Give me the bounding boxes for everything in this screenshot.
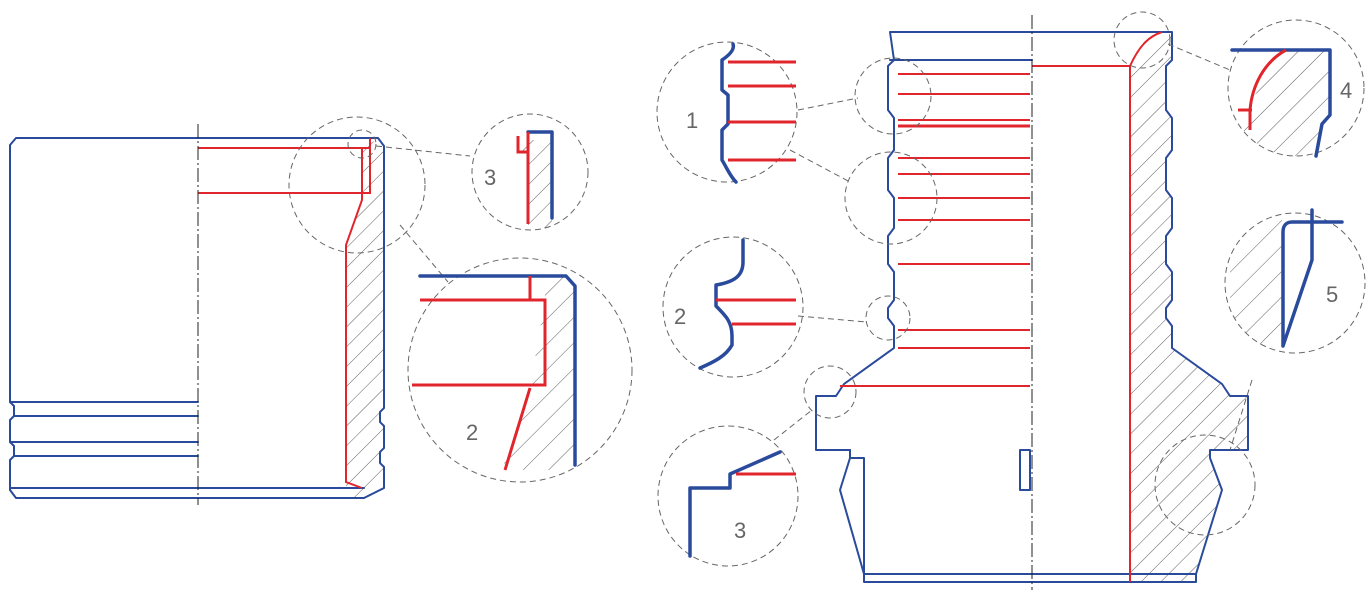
- detail-label: 3: [484, 165, 496, 190]
- left-detail-circle: [347, 129, 377, 159]
- right-detail-circle: [1113, 11, 1171, 69]
- leader-line: [789, 149, 851, 183]
- right-wall-section: [1130, 32, 1248, 582]
- right-part: 1 2 3 4: [656, 11, 1366, 590]
- leader-line: [797, 97, 859, 111]
- right-detail-circle: [865, 295, 911, 341]
- left-detail-2: 2: [407, 257, 633, 483]
- left-part: 3 2: [9, 113, 633, 505]
- right-detail-1: 1: [656, 41, 798, 184]
- detail-label: 4: [1340, 78, 1352, 103]
- detail-label: 1: [686, 108, 698, 133]
- right-detail-circle: [854, 57, 932, 135]
- right-detail-circle: [844, 151, 938, 245]
- right-bore-highlight: [1032, 31, 1163, 582]
- right-detail-circle: [803, 365, 857, 419]
- left-bore-highlight: [198, 147, 371, 489]
- right-notch: [1019, 449, 1031, 491]
- detail-label: 2: [466, 420, 478, 445]
- leader-line: [399, 224, 449, 283]
- leader-line: [773, 409, 813, 441]
- right-detail-circle: [1154, 434, 1256, 536]
- left-detail-3: 3: [471, 113, 589, 231]
- left-wall-section: [346, 138, 384, 498]
- right-detail-3: 3: [657, 425, 799, 567]
- right-detail-2: 2: [662, 236, 804, 378]
- detail-label: 2: [674, 304, 686, 329]
- leader-line: [1167, 43, 1231, 71]
- leader-line: [1229, 379, 1253, 451]
- left-outline[interactable]: [9, 137, 385, 499]
- right-groove-lines: [840, 73, 1030, 387]
- leader-line: [797, 315, 867, 323]
- detail-label: 3: [734, 518, 746, 543]
- right-thread-line: [849, 449, 865, 575]
- detail-label: 5: [1326, 282, 1338, 307]
- right-detail-4: 4: [1227, 19, 1365, 158]
- left-detail-circle: [288, 116, 426, 254]
- leader-line: [375, 145, 471, 157]
- right-detail-5: 5: [1224, 208, 1366, 354]
- right-outline[interactable]: [815, 31, 1249, 583]
